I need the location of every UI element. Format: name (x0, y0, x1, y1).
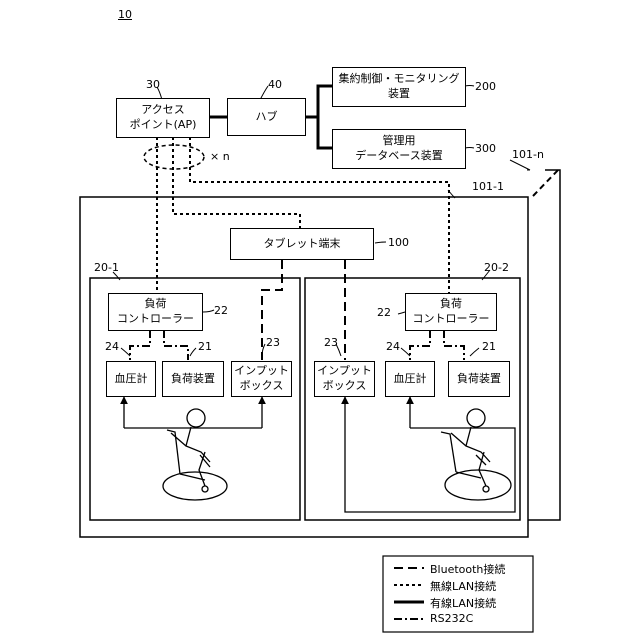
ref-central-control: 200 (475, 80, 496, 93)
legend-wireless-label: 無線LAN接続 (430, 578, 496, 594)
tablet-box: タブレット端末 (230, 228, 374, 260)
ref-management-db: 300 (475, 142, 496, 155)
input-box-left: インプット ボックス (231, 361, 292, 397)
load-device-left-box: 負荷装置 (162, 361, 224, 397)
bp-monitor-right-box: 血圧計 (385, 361, 435, 397)
management-db-box: 管理用 データベース装置 (332, 129, 466, 169)
load-device-right-box: 負荷装置 (448, 361, 510, 397)
ref-load-left: 21 (198, 340, 212, 353)
ap-multiplicity-label: × n (210, 150, 230, 163)
ref-room-1: 101-1 (472, 180, 504, 193)
ref-controller-left: 22 (214, 304, 228, 317)
ref-room-n: 101-n (512, 148, 544, 161)
hub-box: ハブ (227, 98, 306, 136)
ref-hub: 40 (268, 78, 282, 91)
figure-number: 10 (118, 8, 132, 21)
ref-bp-left: 24 (105, 340, 119, 353)
ref-input-right: 23 (324, 336, 338, 349)
controller-left-box: 負荷 コントローラー (108, 293, 203, 331)
access-point-box: アクセス ポイント(AP) (116, 98, 210, 138)
ref-access-point: 30 (146, 78, 160, 91)
ref-station-1: 20-1 (94, 261, 119, 274)
ref-bp-right: 24 (386, 340, 400, 353)
central-control-box: 集約制御・モニタリング 装置 (332, 67, 466, 107)
ref-controller-right: 22 (377, 306, 391, 319)
input-box-right: インプット ボックス (314, 361, 375, 397)
ref-tablet: 100 (388, 236, 409, 249)
ref-load-right: 21 (482, 340, 496, 353)
ref-input-left: 23 (266, 336, 280, 349)
legend-rs232c-label: RS232C (430, 612, 473, 625)
bp-monitor-left-box: 血圧計 (106, 361, 156, 397)
ref-station-2: 20-2 (484, 261, 509, 274)
legend-bluetooth-label: Bluetooth接続 (430, 561, 505, 577)
legend-wired-label: 有線LAN接続 (430, 595, 496, 611)
controller-right-box: 負荷 コントローラー (405, 293, 497, 331)
